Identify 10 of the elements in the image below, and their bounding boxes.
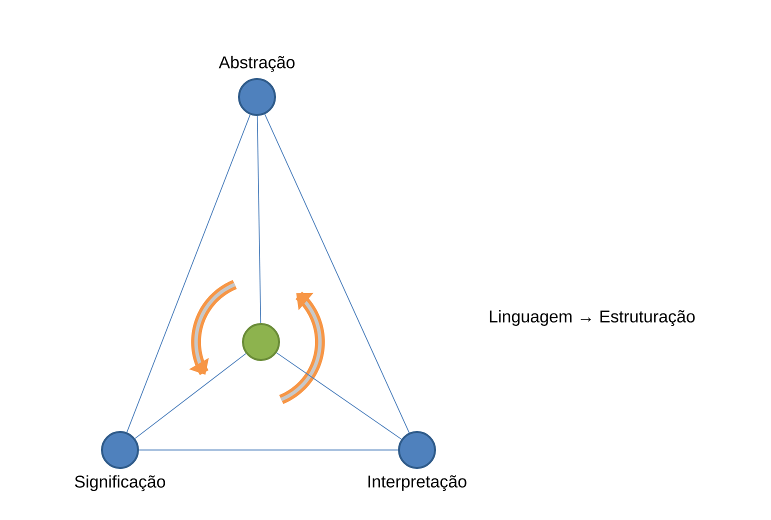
node-label: Abstração: [218, 56, 295, 72]
text-label: Linguagem → Estruturação: [490, 310, 695, 326]
connector-line: [134, 353, 246, 439]
connector-line: [276, 352, 402, 440]
connector-line: [256, 116, 262, 324]
connector-line: [126, 114, 251, 433]
node-label: Interpretação: [368, 475, 466, 491]
node-label: Significação: [74, 475, 166, 492]
center-circle: [242, 323, 280, 361]
connector-line: [264, 114, 410, 434]
